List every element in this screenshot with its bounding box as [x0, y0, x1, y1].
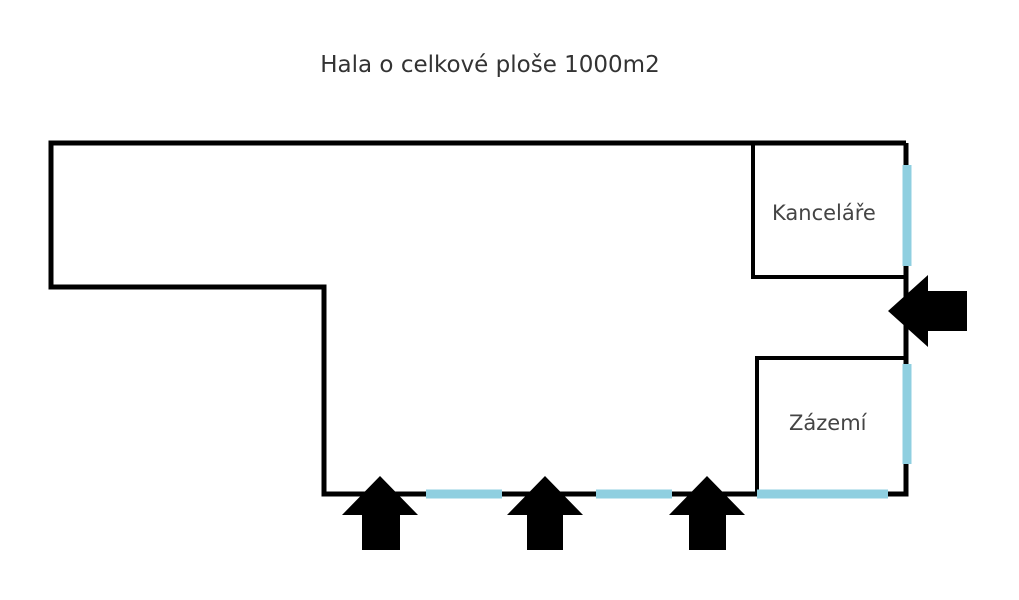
office-walls — [751, 143, 906, 494]
room-label-offices: Kanceláře — [772, 201, 876, 225]
entrance-arrows — [342, 275, 967, 550]
windows — [426, 165, 912, 499]
outer-walls — [48, 140, 909, 497]
up-arrow-icon — [669, 476, 745, 550]
diagram-title: Hala o celkové ploše 1000m2 — [320, 52, 660, 78]
up-arrow-icon — [507, 476, 583, 550]
left-arrow-icon — [888, 275, 967, 347]
room-label-facilities: Zázemí — [789, 411, 867, 435]
up-arrow-icon — [342, 476, 418, 550]
